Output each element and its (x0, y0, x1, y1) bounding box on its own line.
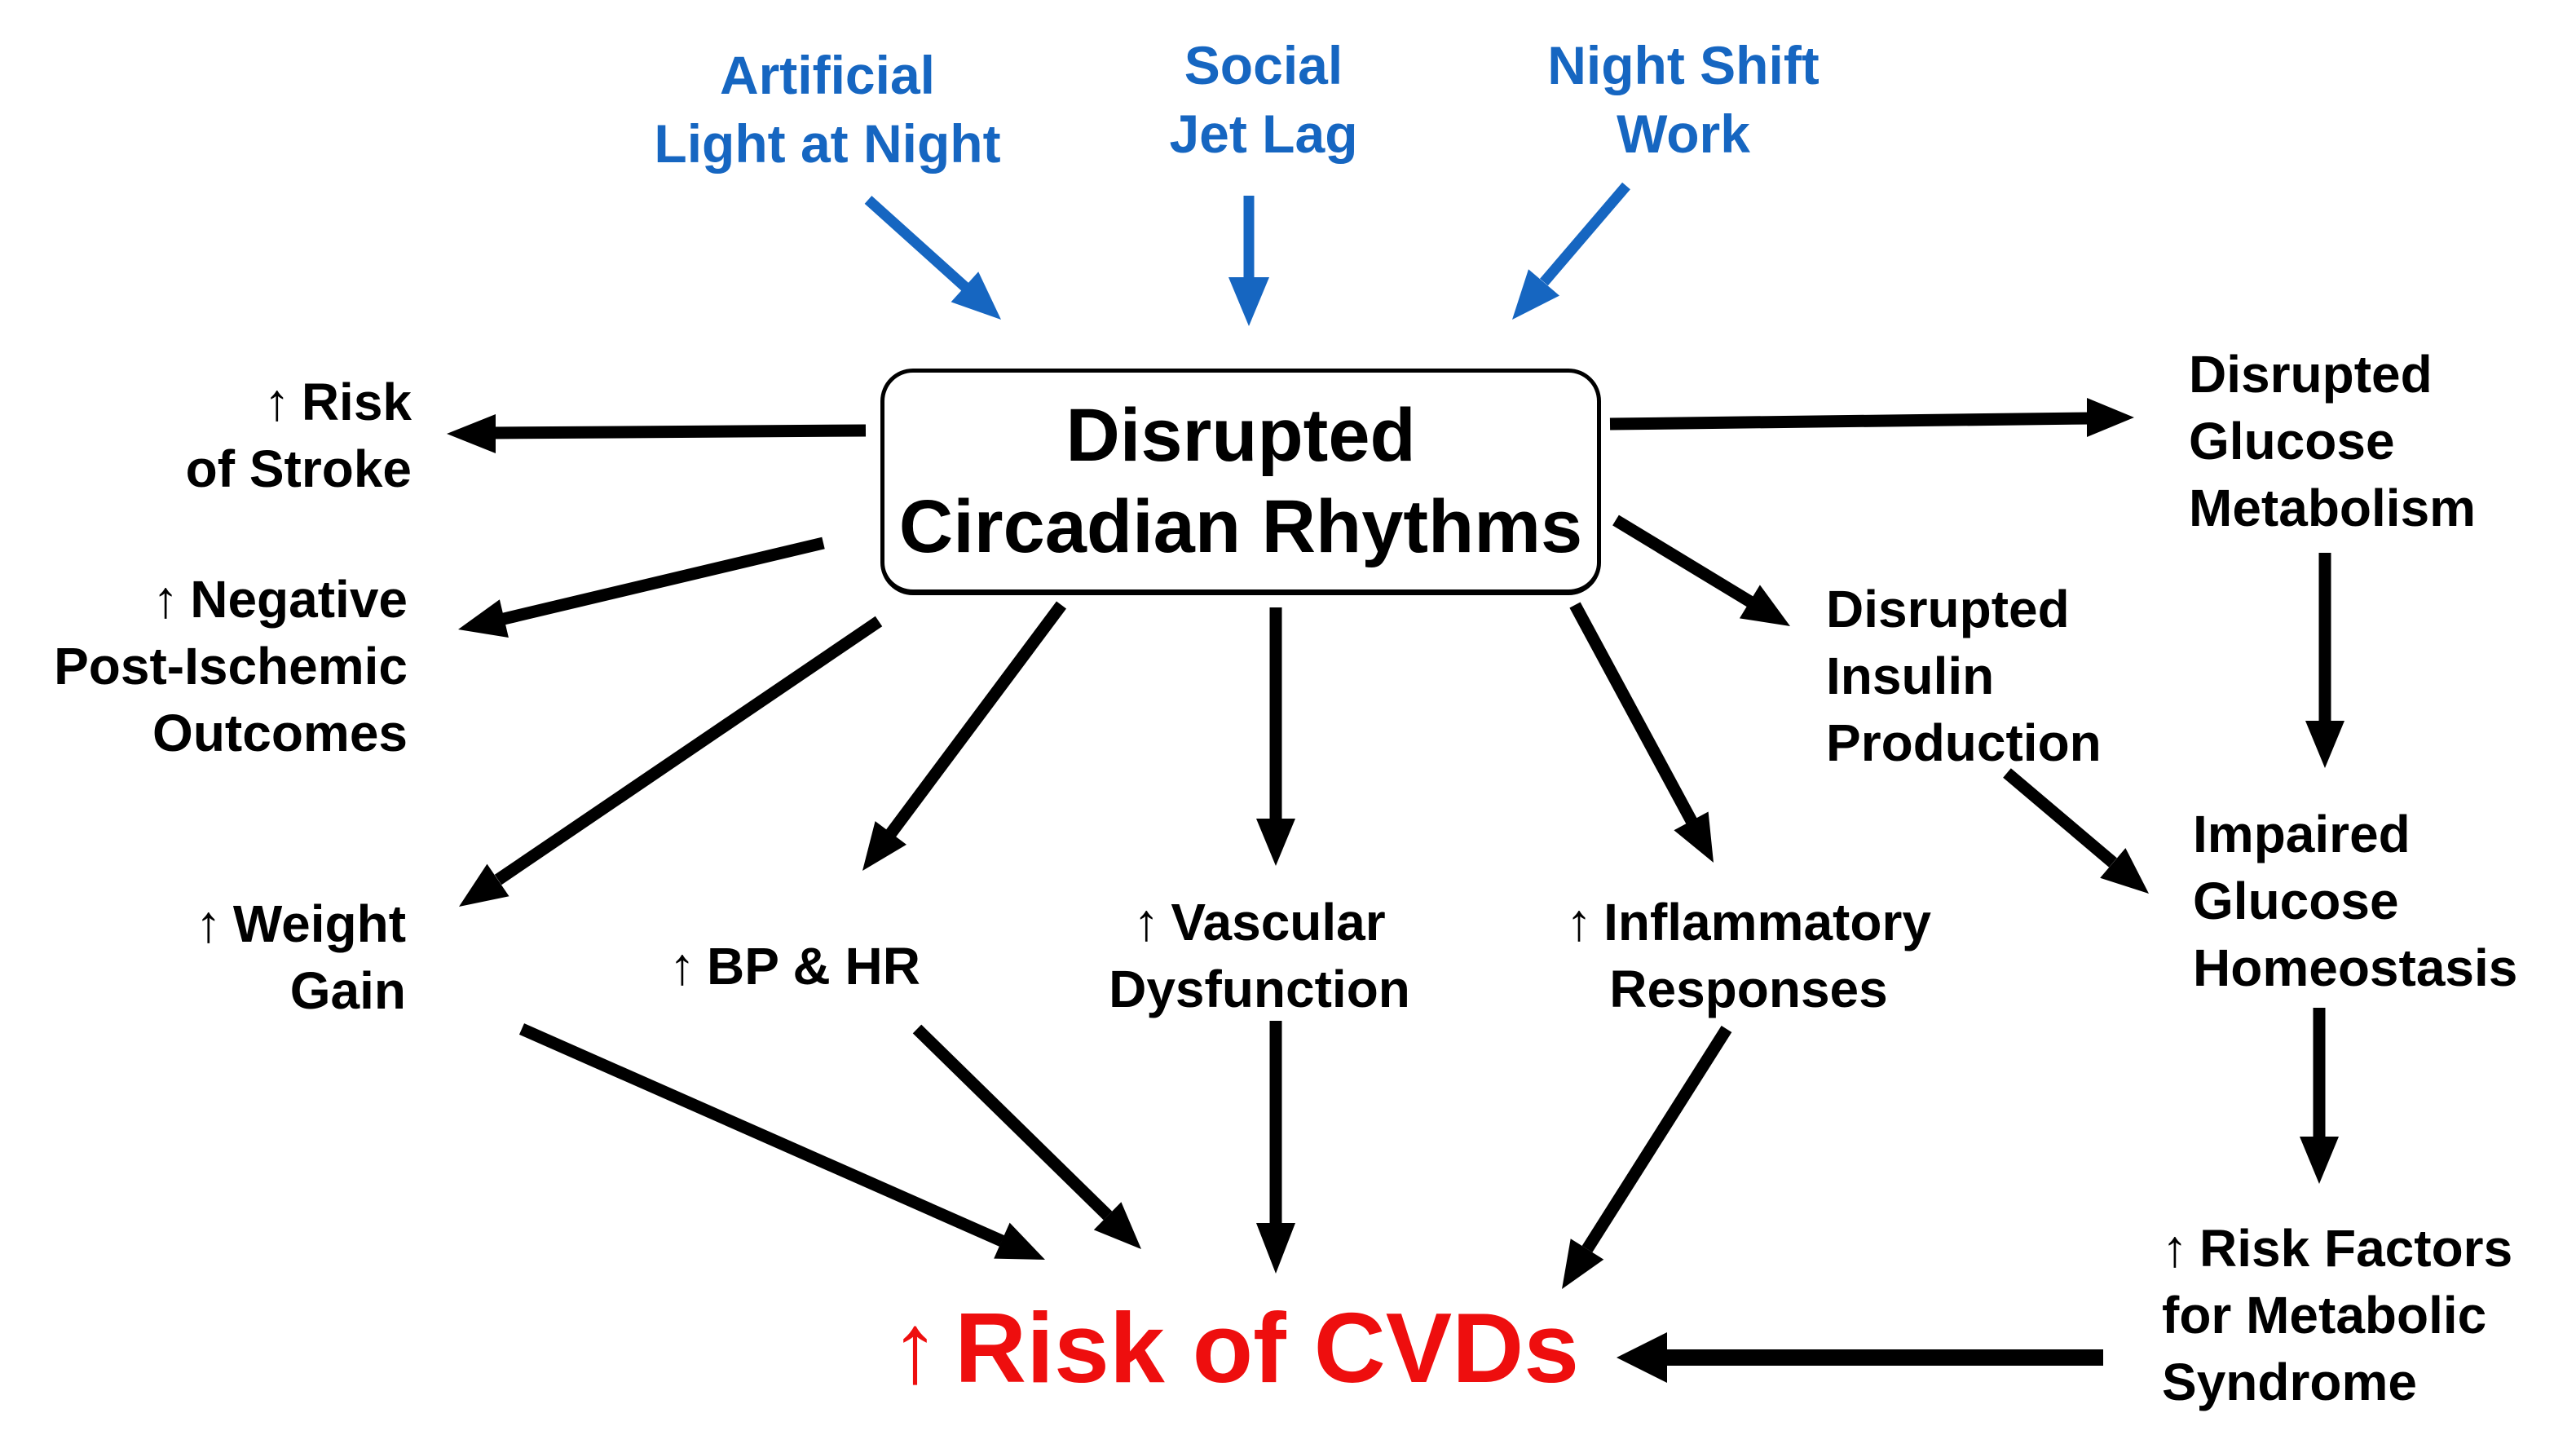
arrow-inflammatory-to-cvds (1562, 1025, 1732, 1289)
box-disrupted-circadian-rhythms: Disrupted Circadian Rhythms (880, 369, 1601, 595)
label-text: Risk of CVDs (955, 1292, 1580, 1403)
label-line: Metabolism (2189, 479, 2477, 537)
label-artificial-light-at-night: Artificial Light at Night (644, 41, 1011, 178)
label-text: Risk Factors (2199, 1219, 2513, 1278)
label-text: Negative (190, 570, 408, 629)
label-risk-of-stroke: ↑Risk of Stroke (126, 369, 412, 502)
label-risk-of-cvds: ↑Risk of CVDs (890, 1292, 1579, 1403)
label-line: Dysfunction (1109, 960, 1410, 1018)
label-text: BP & HR (707, 937, 920, 996)
label-line: ↑Negative (18, 566, 408, 633)
label-impaired-glucose-homeostasis: Impaired Glucose Homeostasis (2193, 801, 2576, 1001)
box-title-line: Disrupted (1065, 394, 1416, 477)
label-negative-post-ischemic-outcomes: ↑Negative Post-Ischemic Outcomes (18, 566, 408, 766)
label-line: Work (1617, 104, 1750, 164)
label-line: Post-Ischemic (54, 637, 408, 695)
arrow-homeostasis-to-metabolic-syndrome (2300, 1008, 2339, 1184)
label-line: ↑Vascular (1084, 889, 1435, 956)
label-night-shift-work: Night Shift Work (1500, 31, 1867, 168)
label-text: Inflammatory (1603, 893, 1931, 952)
up-arrow-glyph: ↑ (263, 373, 290, 431)
arrow-box-to-vascular (1256, 607, 1295, 866)
label-line: Gain (289, 961, 406, 1020)
arrow-box-to-risk-of-stroke (447, 414, 867, 453)
label-line: Insulin (1826, 647, 1995, 705)
label-line: Glucose (2189, 412, 2395, 470)
label-line: Impaired (2193, 805, 2411, 863)
arrow-glucose-metabolism-to-homeostasis (2305, 553, 2344, 768)
label-social-jet-lag: Social Jet Lag (1084, 31, 1443, 168)
arrow-metabolic-syndrome-to-cvds (1617, 1332, 2103, 1383)
arrow-artificial-light-to-box (864, 196, 1001, 320)
label-line: for Metabolic (2162, 1286, 2487, 1344)
arrow-box-to-glucose-metabolism (1609, 398, 2134, 437)
box-title-line: Circadian Rhythms (898, 485, 1583, 568)
label-line: ↑Risk (126, 369, 412, 435)
label-line: ↑Inflammatory (1533, 889, 1965, 956)
up-arrow-glyph: ↑ (195, 894, 222, 953)
up-arrow-glyph: ↑ (152, 570, 179, 629)
label-line: Disrupted (1826, 580, 2070, 638)
label-line: Production (1826, 713, 2102, 772)
arrow-night-shift-to-box (1512, 182, 1630, 320)
label-line: Light at Night (654, 113, 1001, 174)
up-arrow-glyph: ↑ (1566, 893, 1593, 952)
up-arrow-glyph: ↑ (1133, 893, 1160, 952)
arrow-box-to-post-ischemic (458, 536, 825, 638)
label-line: Responses (1609, 960, 1888, 1018)
label-line: Homeostasis (2193, 938, 2518, 997)
label-line: Jet Lag (1169, 104, 1358, 164)
arrow-bp-hr-to-cvds (912, 1024, 1141, 1249)
label-inflammatory-responses: ↑Inflammatory Responses (1533, 889, 1965, 1022)
up-arrow-glyph: ↑ (890, 1292, 940, 1403)
label-line: ↑BP & HR (644, 933, 946, 1000)
label-disrupted-insulin-production: Disrupted Insulin Production (1826, 576, 2177, 776)
arrow-insulin-to-homeostasis (2003, 768, 2149, 894)
arrow-vascular-to-cvds (1256, 1021, 1295, 1274)
label-line: Glucose (2193, 872, 2399, 930)
label-line: ↑Risk of CVDs (890, 1292, 1579, 1403)
arrow-social-jet-lag-to-box (1228, 196, 1269, 326)
label-line: Disrupted (2189, 345, 2433, 404)
label-line: of Stroke (185, 439, 412, 498)
label-line: Outcomes (152, 704, 408, 762)
up-arrow-glyph: ↑ (2162, 1219, 2188, 1278)
arrow-box-to-inflammatory (1569, 602, 1714, 863)
label-weight-gain: ↑Weight Gain (121, 890, 406, 1024)
label-vascular-dysfunction: ↑Vascular Dysfunction (1084, 889, 1435, 1022)
arrow-box-to-insulin-production (1612, 514, 1790, 626)
up-arrow-glyph: ↑ (669, 937, 696, 996)
label-risk-factors-metabolic-syndrome: ↑Risk Factors for Metabolic Syndrome (2162, 1215, 2574, 1415)
arrow-box-to-bp-hr (862, 601, 1067, 871)
label-text: Vascular (1171, 893, 1386, 952)
label-bp-and-hr: ↑BP & HR (644, 933, 946, 1000)
label-line: Syndrome (2162, 1353, 2417, 1411)
label-text: Risk (301, 373, 412, 431)
label-line: Social (1184, 35, 1343, 95)
arrow-box-to-weight-gain (459, 616, 883, 907)
label-text: Weight (232, 894, 406, 953)
arrow-weight-gain-to-cvds (518, 1023, 1045, 1260)
label-line: Artificial (719, 45, 936, 105)
label-line: ↑Risk Factors (2162, 1215, 2574, 1282)
label-disrupted-glucose-metabolism: Disrupted Glucose Metabolism (2189, 341, 2572, 541)
label-line: ↑Weight (121, 890, 406, 957)
label-line: Night Shift (1547, 35, 1820, 95)
